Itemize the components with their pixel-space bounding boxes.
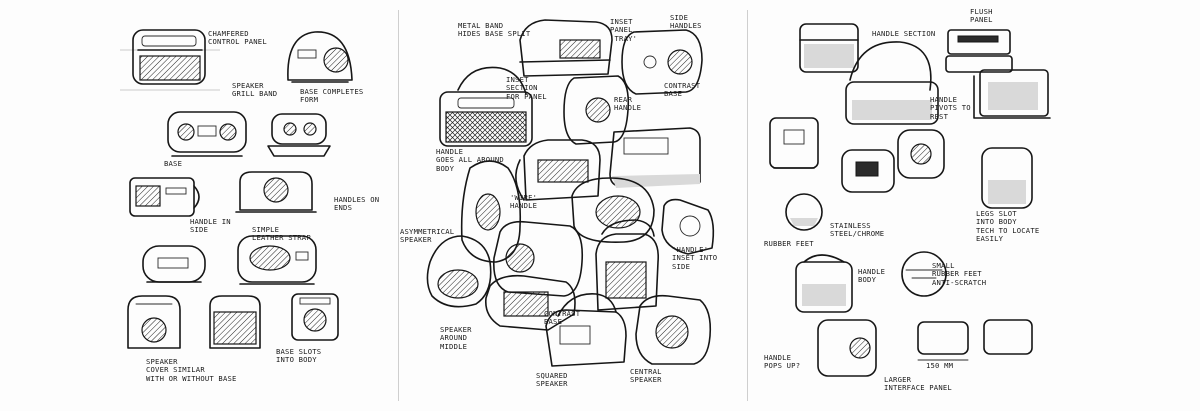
annotation-small-rubber-feet: SMALL RUBBER FEET ANTI-SCRATCH xyxy=(932,261,987,287)
annotation-handle-body: HANDLE BODY xyxy=(858,267,886,285)
annotation-handle-pops-up: HANDLE POPS UP? xyxy=(764,353,801,371)
sketch-radio-wire-handle xyxy=(515,139,601,201)
sketch-radio-pivot xyxy=(973,69,1051,119)
sketch-radio-handle-box xyxy=(595,219,660,311)
sketch-radio-handle-all-around xyxy=(460,160,522,263)
annotation-speaker-around-middle: SPEAKER AROUND MIDDLE xyxy=(440,325,472,351)
annotation-larger-interface-panel: LARGER INTERFACE PANEL xyxy=(884,375,952,393)
sketch-radio-chamfered xyxy=(120,29,220,91)
annotation-squared-speaker: SQUARED SPEAKER xyxy=(536,371,568,389)
sketch-radio-p3-front xyxy=(799,23,859,73)
sketch-detail-rubber-foot xyxy=(785,193,823,231)
sketch-radio-base xyxy=(267,113,331,157)
sketch-radio-handle-pops xyxy=(817,319,877,377)
sketch-radio-oval-grille xyxy=(237,235,317,285)
sketch-radio-p3-small xyxy=(769,117,819,169)
sketch-radio-larger-panel xyxy=(917,319,1033,361)
sketch-radio-twin-speaker xyxy=(167,111,247,157)
annotation-handle-all-around: HANDLE GOES ALL AROUND BODY xyxy=(436,147,504,173)
annotation-base: BASE xyxy=(164,159,183,168)
sketch-radio-contrast-base xyxy=(484,274,576,331)
sketch-radio-speaker-cover-b xyxy=(209,295,261,349)
sketch-radio-handle-section xyxy=(845,41,939,125)
annotation-base-completes-form: BASE COMPLETES FORM xyxy=(300,87,364,105)
sketch-radio-side-handles xyxy=(621,29,703,95)
annotation-handle-in-side: HANDLE IN SIDE xyxy=(190,217,231,235)
sketch-radio-p3-mid xyxy=(897,129,945,179)
annotation-central-speaker: CENTRAL SPEAKER xyxy=(630,367,662,385)
sketch-radio-side-handle xyxy=(129,177,200,217)
panel-divider-right xyxy=(747,10,748,401)
annotation-flush-panel: FLUSH PANEL xyxy=(970,7,993,25)
annotation-wire-handle: 'WIRE' HANDLE xyxy=(510,193,538,211)
annotation-stainless-steel: STAINLESS STEEL/CHROME xyxy=(830,221,885,239)
sketch-radio-big-oval xyxy=(571,177,655,243)
annotation-simple-leather-strap: SIMPLE LEATHER STRAP xyxy=(252,225,311,243)
annotation-contrast-base: CONTRAST BASE xyxy=(544,309,581,327)
sketch-radio-squared-speaker xyxy=(545,293,627,367)
annotation-speaker-cover: SPEAKER COVER SIMILAR WITH OR WITHOUT BA… xyxy=(146,357,237,383)
annotation-inset-section: INSET SECTION FOR PANEL xyxy=(506,75,547,101)
sketch-radio-handle-body xyxy=(795,254,853,313)
sketch-radio-flush-panel xyxy=(945,29,1013,73)
annotation-asymmetrical-speaker: ASYMMETRICAL SPEAKER xyxy=(400,227,455,245)
sketch-radio-leather-strap xyxy=(142,245,206,283)
sketch-radio-rounded xyxy=(287,31,353,83)
annotation-base-slots: BASE SLOTS INTO BODY xyxy=(276,347,322,365)
annotation-handle-section: HANDLE SECTION xyxy=(872,29,936,38)
sketch-radio-rear-handle xyxy=(563,75,630,145)
sketch-radio-inset-side-handle xyxy=(661,198,715,255)
annotation-handle-inset-side: 'HANDLE' INSET INTO SIDE xyxy=(672,245,718,271)
annotation-legs-slot: LEGS SLOT INTO BODY TECH TO LOCATE EASIL… xyxy=(976,209,1040,244)
sketch-radio-central-speaker xyxy=(635,294,712,365)
annotation-contrast-base-top: CONTRAST BASE xyxy=(664,81,701,99)
panel-divider-left xyxy=(398,10,399,401)
annotation-dimension: 150 mm xyxy=(926,361,954,370)
annotation-side-handles: SIDE HANDLES xyxy=(670,13,702,31)
sketch-radio-end-handles xyxy=(235,171,317,213)
sketch-radio-p3-rubber xyxy=(841,149,895,193)
annotation-handles-on-ends: HANDLES ON ENDS xyxy=(334,195,380,213)
annotation-rear-handle: REAR HANDLE xyxy=(614,95,642,113)
sketch-radio-base-slots xyxy=(291,293,339,341)
sketch-radio-speaker-cover-a xyxy=(127,295,181,349)
annotation-metal-band: METAL BAND HIDES BASE SPLIT xyxy=(458,21,531,39)
annotation-handle-pivots: HANDLE PIVOTS TO REST xyxy=(930,95,971,121)
annotation-rubber-feet: RUBBER FEET xyxy=(764,239,814,248)
sketch-radio-basket xyxy=(439,66,533,147)
sketch-detail-feet-closeup xyxy=(901,251,947,297)
annotation-inset-panel: INSET PANEL 'TRAY' xyxy=(610,17,638,43)
sketch-radio-round-mesh xyxy=(426,235,492,308)
annotation-speaker-grill-band: SPEAKER GRILL BAND xyxy=(232,81,278,99)
sketch-radio-metal-band xyxy=(519,19,613,77)
sketch-radio-p3-right xyxy=(981,147,1033,209)
annotation-chamfered-panel: CHAMFERED CONTROL PANEL xyxy=(208,29,267,47)
sketch-radio-asymmetric xyxy=(492,220,584,297)
